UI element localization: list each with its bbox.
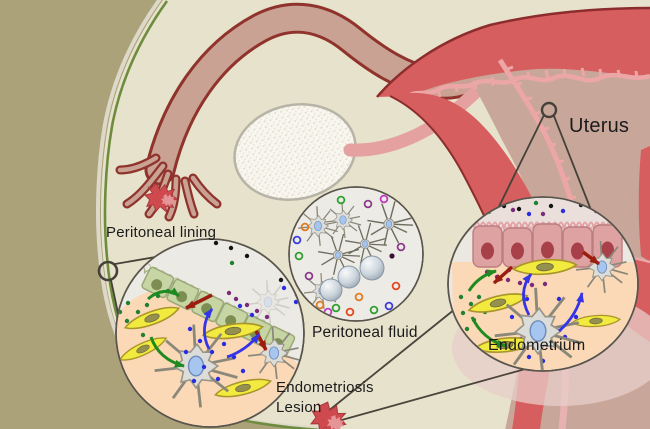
uterus-label: Uterus bbox=[569, 115, 630, 137]
magnifier-right-origin-circle bbox=[540, 101, 558, 119]
magnifier-left-origin-circle bbox=[97, 260, 119, 282]
peritoneal-lining-line bbox=[103, 0, 324, 429]
endometriosis-lesion-label-line1: Endometriosis bbox=[276, 379, 374, 396]
cytokine-dot-dark bbox=[389, 253, 395, 259]
lymphocyte-spheres bbox=[319, 255, 385, 302]
inset-peritoneal-fluid bbox=[288, 186, 424, 322]
signaling-arrows bbox=[146, 287, 268, 368]
peritoneal-lining-label: Peritoneal lining bbox=[106, 224, 217, 241]
signaling-arrows bbox=[467, 250, 601, 348]
endometriosis-lesion-label: Endometriosis Lesion bbox=[276, 378, 374, 418]
endometriosis-lesion-label-line2: Lesion bbox=[276, 398, 322, 416]
uterus-fundus bbox=[377, 8, 650, 97]
cytokine-rings bbox=[292, 194, 406, 317]
lesion-pointer-lines bbox=[326, 304, 537, 422]
inset-endometrium bbox=[447, 196, 639, 372]
endometrium-label: Endometrium bbox=[488, 337, 586, 354]
ovary bbox=[233, 103, 357, 201]
peritoneal-fluid-label: Peritoneal fluid bbox=[312, 324, 418, 341]
peritoneal-lesion-splat bbox=[306, 304, 537, 429]
cytokine-dots-blue bbox=[183, 285, 299, 384]
